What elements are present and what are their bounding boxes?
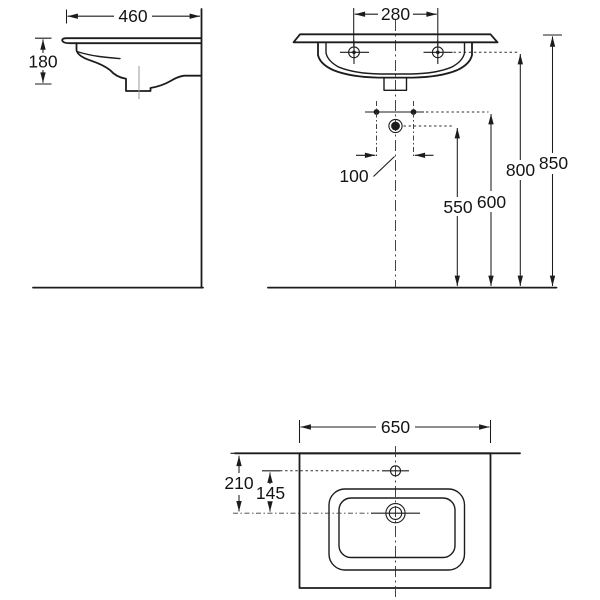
drain-outlet (388, 118, 455, 134)
dim-label-side-depth: 460 (118, 6, 147, 26)
basin-rim-profile (61, 37, 202, 45)
dim-label-back-to-drain: 210 (224, 473, 253, 493)
dim-fixing-height: 800 (506, 54, 535, 286)
bowl-inner-outline (338, 497, 456, 559)
supply-connections (365, 101, 489, 158)
dim-label-supply-height: 600 (477, 192, 506, 212)
tap-hole-right (423, 40, 453, 64)
dim-side-depth: 460 (65, 6, 200, 26)
bolt-right (410, 109, 417, 115)
drain-plan (371, 503, 420, 524)
dim-tap-centers: 280 (353, 4, 439, 46)
drain-core (391, 121, 400, 131)
basin-bowl-profile (75, 42, 202, 92)
tap-hole-plan (382, 465, 409, 477)
dim-label-plan-width: 650 (381, 417, 410, 437)
basin-inner-rim-line (76, 50, 121, 60)
dim-label-side-height: 180 (28, 52, 57, 72)
dim-outlet-centers: 100 (339, 152, 434, 186)
dim-label-rim-height: 850 (539, 153, 568, 173)
dim-rim-height: 850 (539, 34, 568, 286)
front-elevation-view: 280 100 550 600 800 (267, 4, 568, 289)
dim-tap-to-drain: 145 (256, 472, 285, 512)
countertop-outline (298, 452, 492, 589)
dim-plan-width: 650 (298, 417, 492, 443)
dim-back-to-drain: 210 (224, 452, 254, 512)
drain-stub (383, 76, 408, 91)
bolt-left (373, 109, 380, 115)
dim-trap-height: 550 (443, 128, 473, 286)
basin-body-outer (317, 41, 473, 79)
dim-label-outlet-centers: 100 (339, 166, 368, 186)
drain-ring (388, 118, 403, 134)
dim-label-trap-height: 550 (443, 197, 472, 217)
dim-label-fixing-height: 800 (506, 160, 535, 180)
dim-label-tap-centers: 280 (381, 4, 410, 24)
dim-supply-height: 600 (477, 114, 506, 286)
dim-label-tap-to-drain: 145 (256, 483, 285, 503)
basin-body-inner (325, 41, 466, 75)
tap-hole-left (340, 40, 369, 64)
dim-side-height: 180 (28, 37, 58, 85)
basin-top-slab (292, 33, 499, 44)
side-profile-view: 460 180 (28, 6, 204, 289)
bowl-outer-outline (328, 488, 466, 571)
leader-line (373, 156, 395, 177)
plan-top-view: 650 210 145 (224, 417, 521, 600)
